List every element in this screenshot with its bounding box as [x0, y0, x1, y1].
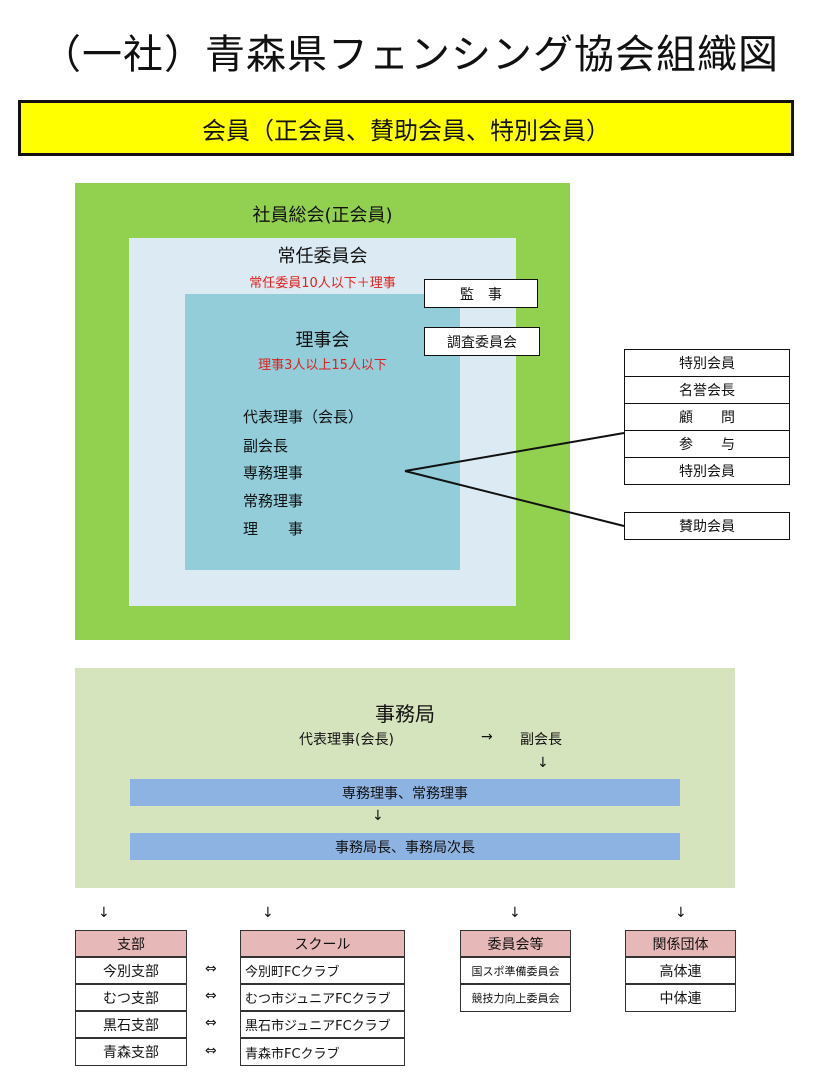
connector-to-supporting [404, 470, 625, 527]
branch-item: 青森支部 [75, 1038, 187, 1066]
branch-item: むつ支部 [75, 984, 187, 1011]
board-label: 理事会 [295, 330, 350, 351]
member-banner: 会員（正会員、賛助会員、特別会員） [18, 100, 794, 156]
school-item: 今別町FCクラブ [240, 957, 405, 984]
secretariat-vice: 副会長 [520, 732, 562, 748]
honorary-chairman: 名誉会長 [624, 376, 790, 404]
board-role-managing-director: 常務理事 [243, 492, 304, 510]
board-box [185, 294, 460, 570]
arrow-down-committees: ↓ [509, 905, 521, 921]
standing-committee-label: 常任委員会 [277, 246, 368, 267]
honorary-counselor: 参 与 [624, 430, 790, 458]
related-item: 高体連 [625, 957, 736, 984]
page-title: （一社）青森県フェンシング協会組織図 [41, 32, 779, 78]
board-note: 理事3人以上15人以下 [258, 358, 387, 373]
board-role-vice-president: 副会長 [243, 437, 289, 455]
investigation-committee-box: 調査委員会 [424, 327, 540, 356]
link-arrow: ⇔ [205, 1043, 217, 1059]
schools-header: スクール [240, 930, 405, 957]
link-arrow: ⇔ [205, 1015, 217, 1031]
auditor-box: 監 事 [424, 279, 538, 308]
supporting-member-box: 賛助会員 [624, 512, 790, 540]
board-role-executive-director: 専務理事 [243, 464, 304, 482]
committee-item: 競技力向上委員会 [460, 984, 571, 1012]
secretariat-arrow-down-1: ↓ [537, 755, 549, 771]
secretariat-bar-directors: 専務理事、常務理事 [130, 779, 680, 806]
secretariat-arrow-down-2: ↓ [372, 808, 384, 824]
committees-header: 委員会等 [460, 930, 571, 957]
related-header: 関係団体 [625, 930, 736, 957]
arrow-down-related: ↓ [675, 905, 687, 921]
school-item: むつ市ジュニアFCクラブ [240, 984, 405, 1011]
connector-to-honorary [404, 432, 625, 472]
honorary-special-member-2: 特別会員 [624, 457, 790, 485]
branch-item: 黒石支部 [75, 1011, 187, 1038]
board-role-president: 代表理事（会長） [243, 408, 364, 426]
arrow-down-branches: ↓ [98, 905, 110, 921]
branches-header: 支部 [75, 930, 187, 957]
school-item: 青森市FCクラブ [240, 1038, 405, 1066]
school-item: 黒石市ジュニアFCクラブ [240, 1011, 405, 1038]
arrow-down-schools: ↓ [262, 905, 274, 921]
link-arrow: ⇔ [205, 961, 217, 977]
secretariat-bar-office-heads: 事務局長、事務局次長 [130, 833, 680, 860]
honorary-special-member: 特別会員 [624, 349, 790, 377]
general-assembly-label: 社員総会(正会員) [252, 205, 393, 226]
board-role-director: 理 事 [243, 520, 304, 538]
committee-item: 国スポ準備委員会 [460, 957, 571, 984]
secretariat-rep: 代表理事(会長) [299, 732, 394, 748]
branch-item: 今別支部 [75, 957, 187, 984]
secretariat-arrow-right: → [481, 729, 493, 745]
secretariat-label: 事務局 [375, 702, 435, 726]
related-item: 中体連 [625, 984, 736, 1012]
link-arrow: ⇔ [205, 988, 217, 1004]
standing-committee-note: 常任委員10人以下＋理事 [249, 276, 396, 291]
